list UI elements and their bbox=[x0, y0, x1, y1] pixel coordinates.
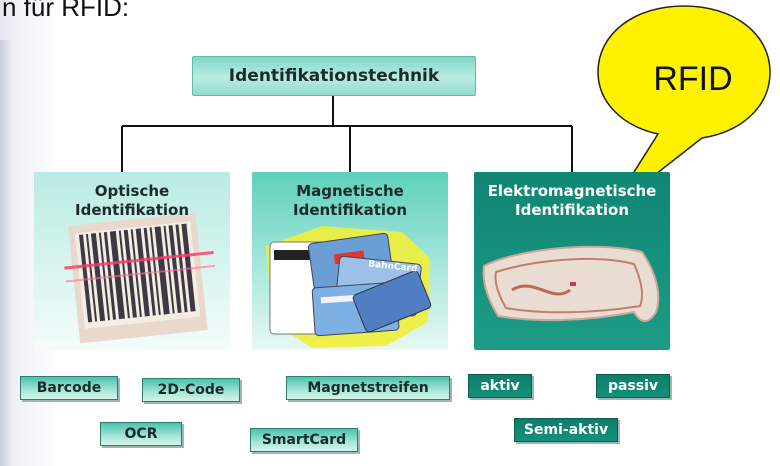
tag-barcode: Barcode bbox=[20, 376, 118, 400]
callout-text: RFID bbox=[653, 60, 733, 98]
card-electromagnetic-identification: Elektromagnetische Identifikation bbox=[474, 172, 670, 350]
tag-smartcard: SmartCard bbox=[250, 428, 358, 452]
root-node: Identifikationstechnik bbox=[192, 56, 476, 96]
card-magnetic-identification: BahnCard Magnetische Identifikation bbox=[252, 172, 448, 350]
left-strip bbox=[0, 40, 12, 466]
tag-passiv: passiv bbox=[596, 374, 670, 398]
card-optical-identification: Optische Identifikation bbox=[34, 172, 230, 350]
tag-semi-aktiv: Semi-aktiv bbox=[514, 418, 618, 442]
card-electromagnetic-title: Elektromagnetische Identifikation bbox=[474, 182, 670, 220]
card-magnetic-title-line2: Identifikation bbox=[293, 201, 407, 219]
magnetic-cards-icon bbox=[266, 226, 432, 348]
rfid-tag-icon bbox=[482, 245, 660, 322]
barcode-scanner-icon bbox=[64, 212, 216, 344]
tag-2d-code: 2D-Code bbox=[142, 378, 240, 402]
callout-bubble bbox=[597, 5, 771, 180]
card-magnetic-title: Magnetische Identifikation bbox=[252, 182, 448, 220]
card-optical-title-line2: Identifikation bbox=[75, 201, 189, 219]
card-electromagnetic-title-line2: Identifikation bbox=[515, 201, 629, 219]
tag-aktiv: aktiv bbox=[468, 374, 532, 398]
tag-ocr: OCR bbox=[100, 422, 182, 446]
slide-heading-fragment: n für RFID: bbox=[2, 0, 130, 22]
card-optical-title-line1: Optische bbox=[94, 182, 170, 200]
identification-diagram: Identifikationstechnik RFID bbox=[12, 5, 772, 466]
tag-magnetstreifen: Magnetstreifen bbox=[286, 376, 450, 400]
card-magnetic-title-line1: Magnetische bbox=[296, 182, 404, 200]
card-electromagnetic-title-line1: Elektromagnetische bbox=[487, 182, 657, 200]
card-optical-title: Optische Identifikation bbox=[34, 182, 230, 220]
connector-lines bbox=[121, 95, 573, 172]
